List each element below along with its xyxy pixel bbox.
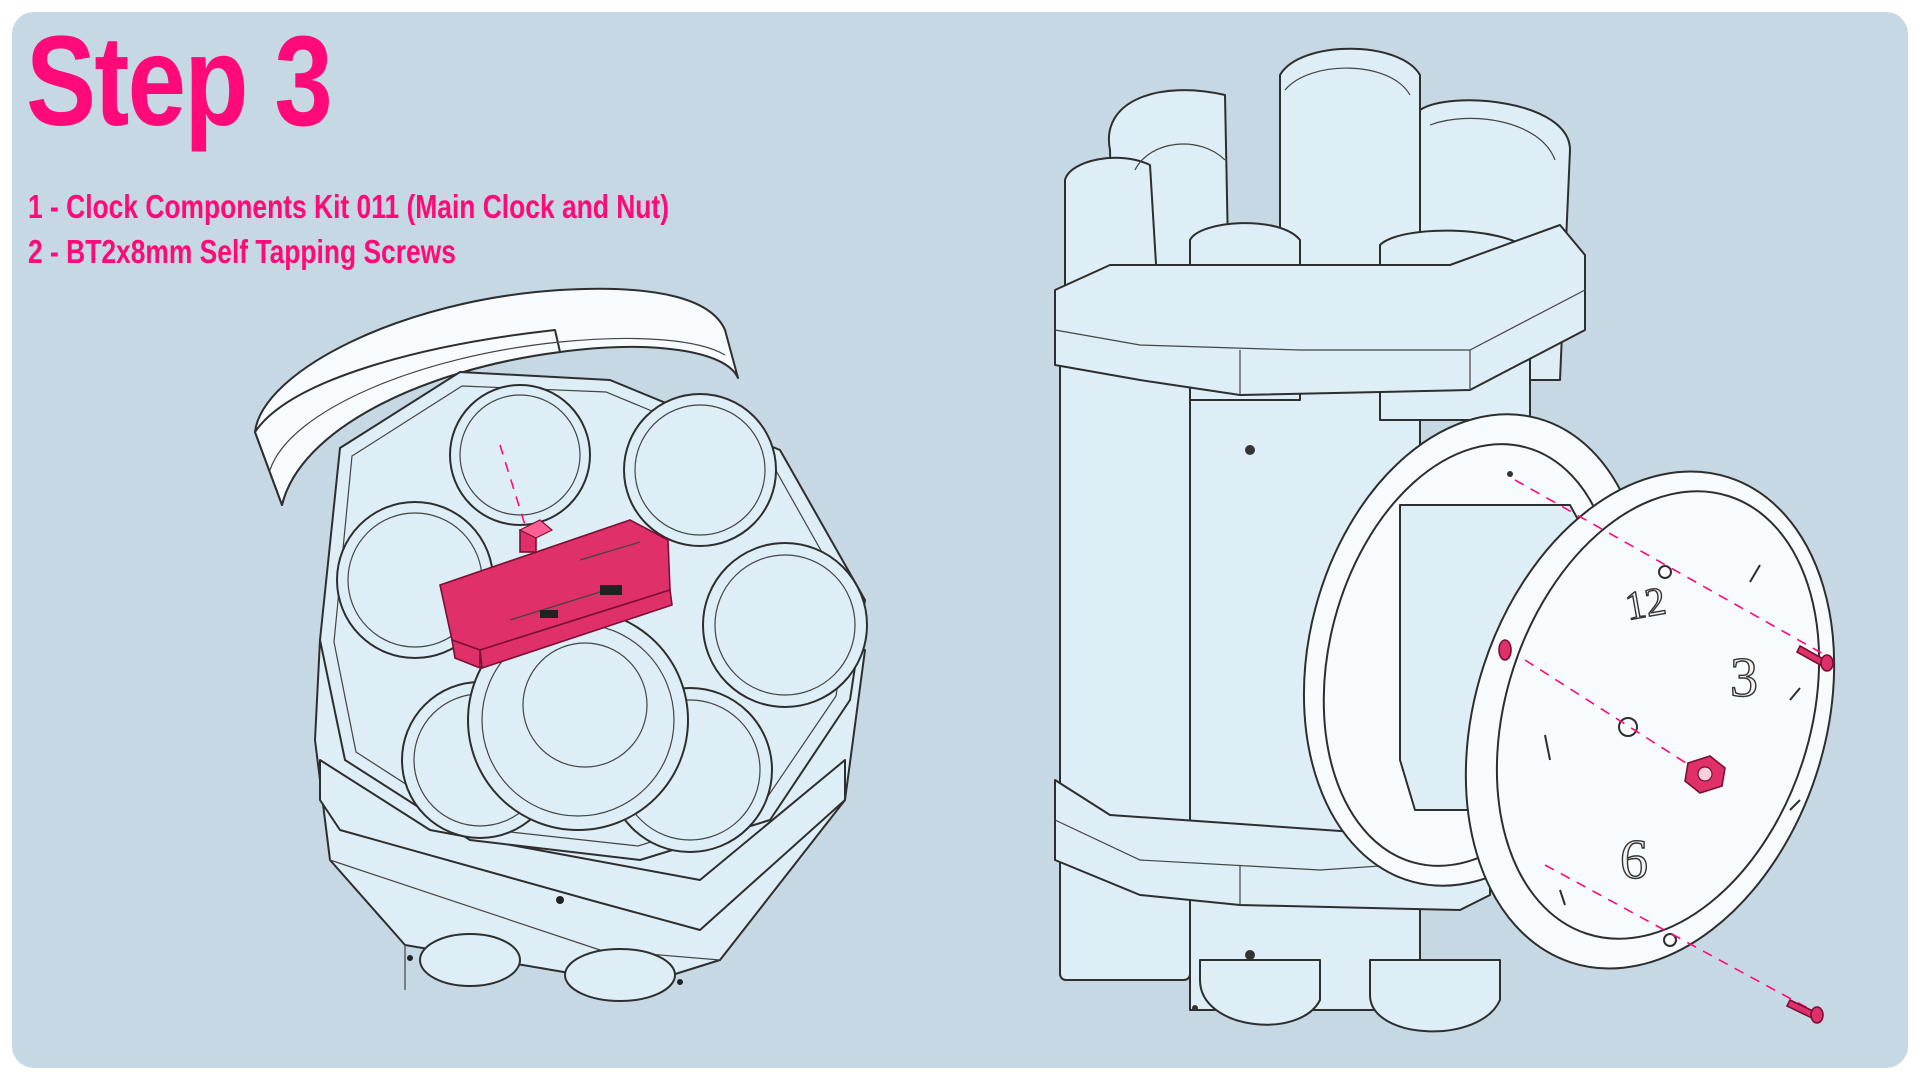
bottom-tube-ends xyxy=(1192,959,1501,1033)
left-tubes xyxy=(336,384,868,853)
clock-face: 12 3 6 xyxy=(1464,470,1836,970)
screw-bottom xyxy=(1785,998,1824,1024)
left-assembly-view xyxy=(254,287,868,1002)
movement-guide-line xyxy=(499,444,526,526)
top-rim-outline xyxy=(1134,67,1556,171)
parts-list-item-1: 1 - Clock Components Kit 011 (Main Clock… xyxy=(28,188,670,225)
clock-movement xyxy=(439,519,673,670)
movement-shaft-hint xyxy=(1498,639,1512,661)
clock-numeral-3: 3 xyxy=(1730,647,1758,709)
screw-top xyxy=(1795,644,1834,672)
screw-guide-line-top xyxy=(1514,479,1826,656)
upper-band xyxy=(1054,224,1586,455)
right-assembly-view: 12 3 6 xyxy=(1054,47,1836,1033)
clock-numeral-12: 12 xyxy=(1622,578,1669,629)
screw-guide-line-bottom xyxy=(1544,864,1816,1013)
parts-list-item-2: 2 - BT2x8mm Self Tapping Screws xyxy=(28,233,456,270)
lid-disc xyxy=(254,287,739,506)
step-title: Step 3 xyxy=(26,10,333,153)
clock-numeral-6: 6 xyxy=(1620,829,1648,891)
hex-nut xyxy=(1684,755,1726,794)
